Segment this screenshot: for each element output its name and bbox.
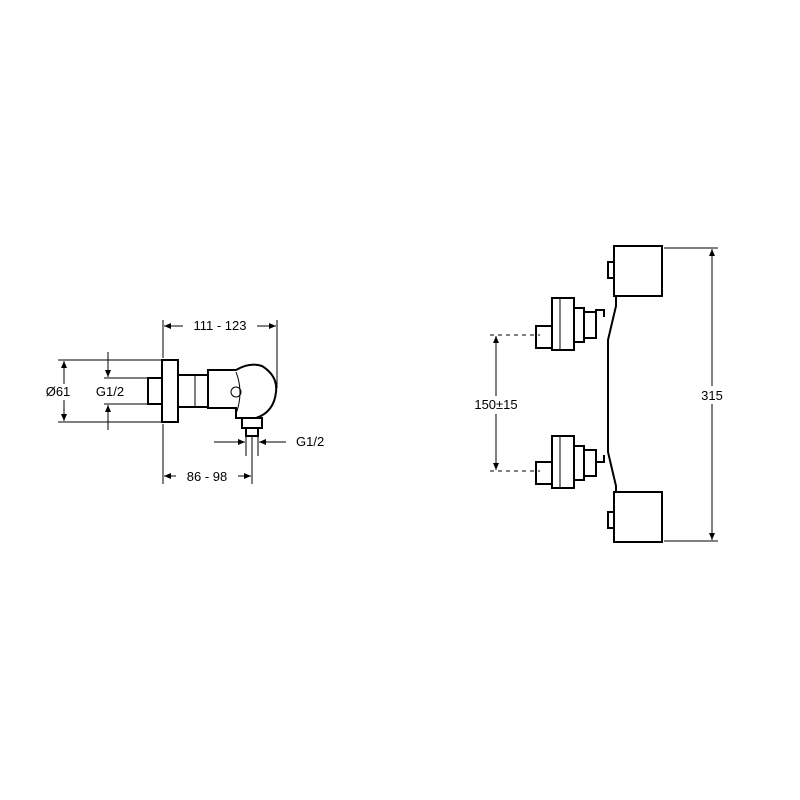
dim-height-label: 315 [701, 388, 723, 403]
valve-body [207, 363, 278, 419]
side-view: 111 - 123 86 - 98 Ø61 G1/2 G1/2 [40, 318, 324, 484]
outlet-nut [241, 417, 263, 429]
dim-outlet-thread-label: G1/2 [296, 434, 324, 449]
valve-knob [230, 386, 242, 398]
inlet-nipple [147, 377, 163, 405]
front-view: 150±15 315 [464, 245, 728, 543]
upper-body [613, 245, 663, 297]
dim-bottom-label: 86 - 98 [187, 469, 227, 484]
upper-connector [535, 297, 597, 351]
dim-top-label: 111 - 123 [193, 318, 246, 333]
dim-diameter-label: Ø61 [46, 384, 71, 399]
lower-connector [535, 435, 597, 489]
lower-body [613, 491, 663, 543]
connector-body [177, 374, 209, 408]
connecting-bar [607, 295, 617, 493]
dim-inlet-thread-label: G1/2 [96, 384, 124, 399]
wall-rosette [161, 359, 179, 423]
dim-spacing-label: 150±15 [474, 397, 517, 412]
outlet-thread [245, 427, 259, 437]
